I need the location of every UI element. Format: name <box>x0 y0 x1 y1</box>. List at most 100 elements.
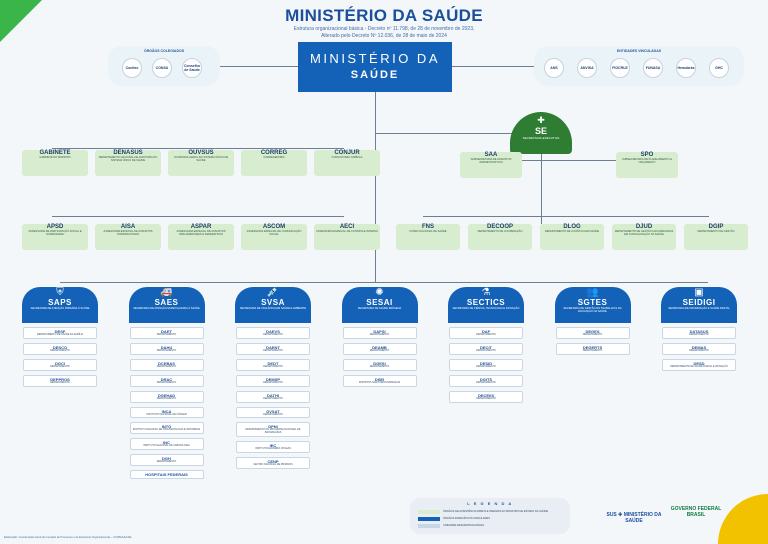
department-desc: DEPARTAMENTO <box>582 348 603 352</box>
department-desc: DEPARTAMENTO <box>263 396 283 400</box>
department-acronym: DAENT <box>266 344 280 350</box>
assistance-office-desc: ASSESSORIA ESPECIAL DE CONTROLE INTERNO <box>316 230 378 233</box>
department-acronym: DATHI <box>267 392 279 398</box>
connector-line <box>52 148 344 149</box>
legend-swatch <box>418 510 440 514</box>
advisory-unit-name: CONJUR <box>334 150 360 156</box>
assistance-office-desc: ASSESSORIA ESPECIAL DE ASSUNTOS PARLAMEN… <box>176 230 226 237</box>
executive-department-desc: FUNDO NACIONAL DE SAÚDE <box>409 230 447 233</box>
department-desc: DEPARTAMENTO <box>263 412 283 416</box>
legend-label: ÓRGÃOS DE ASSISTÊNCIA DIRETA E IMEDIATA … <box>443 510 549 514</box>
government-brand: GOVERNO FEDERAL BRASIL <box>670 506 722 518</box>
secretariat-icon: 🚑 <box>160 287 173 298</box>
sus-brand: SUS ✚ MINISTÉRIO DA SAÚDE <box>606 512 662 524</box>
connector-line <box>452 66 534 67</box>
department-desc: DEPARTAMENTO <box>369 333 390 336</box>
ministry-box: MINISTÉRIO DA SAÚDE <box>298 42 452 92</box>
department-acronym: DVSAT <box>266 408 280 414</box>
secretariat-name: SESAI <box>366 298 393 307</box>
department-acronym: DSEI <box>374 376 385 382</box>
department-acronym: DGH <box>162 456 171 462</box>
entity-logo: FIOCRUZ <box>610 58 630 78</box>
department-desc: DEPARTAMENTO <box>263 333 283 336</box>
department-desc: DEPARTAMENTO DE SAÚDE DA FAMÍLIA <box>36 333 84 336</box>
collegiate-bodies-title: ÓRGÃOS COLEGIADOS <box>143 49 185 53</box>
legend-title: L E G E N D A <box>467 501 513 506</box>
entity-logo: ANVISA <box>577 58 597 78</box>
connector-line <box>423 216 709 217</box>
legend-row: ÓRGÃOS DE ASSISTÊNCIA DIRETA E IMEDIATA … <box>418 510 548 514</box>
department-desc: DEPARTAMENTO <box>156 333 177 336</box>
department-acronym: DEMSP <box>265 376 281 382</box>
secretariat-icon: 👥 <box>586 287 599 298</box>
subtitle-line-2: Alterado pelo Decreto Nº 12.036, de 28 d… <box>321 32 447 39</box>
collegiate-logo: Conselho de Saúde <box>182 58 202 78</box>
page-title: MINISTÉRIO DA SAÚDE <box>285 6 483 25</box>
department-desc: INSTITUTO NACIONAL DE CÂNCER <box>146 412 187 416</box>
linked-entities-title: ENTIDADES VINCULADAS <box>616 49 662 53</box>
connector-line <box>541 154 542 224</box>
advisory-unit-desc: CORREGEDORIA <box>263 156 285 159</box>
legend: L E G E N D A ÓRGÃOS DE ASSISTÊNCIA DIRE… <box>410 498 570 534</box>
executive-subsecretariat-name: SPO <box>640 152 654 158</box>
advisory-unit-desc: DEPARTAMENTO NACIONAL DE AUDITORIA DO SI… <box>98 156 158 163</box>
secretariat-icon: 💉 <box>266 287 280 298</box>
executive-subsecretariat-name: SAA <box>484 152 498 158</box>
department-acronym: DESF <box>54 329 66 334</box>
connector-line <box>190 66 298 67</box>
department-acronym: DAET <box>161 329 172 334</box>
assistance-office-name: ASPAR <box>190 224 212 230</box>
header: MINISTÉRIO DA SAÚDE Estrutura organizaci… <box>0 6 768 39</box>
department-desc: DEPARTAMENTO <box>582 333 603 336</box>
ministry-line-1: MINISTÉRIO DA <box>309 51 440 66</box>
secretariat-desc: SECRETARIA DE SAÚDE INDÍGENA <box>357 307 402 310</box>
assistance-office-name: AISA <box>120 224 136 230</box>
department-acronym: DEGERTS <box>582 344 603 350</box>
advisory-unit-name: CORREG <box>260 150 288 156</box>
department-acronym: DRAC <box>160 376 173 382</box>
department-acronym: DEAMB <box>372 344 387 350</box>
executive-department-desc: DEPARTAMENTO DE GESTÃO DAS DEMANDAS EM J… <box>614 230 674 237</box>
department-desc: DEPARTAMENTO <box>156 396 177 400</box>
department-desc: DEPARTAMENTO <box>369 364 390 368</box>
assistance-office-name: APSD <box>46 224 64 230</box>
department-acronym: IEC <box>269 443 277 449</box>
executive-secretariat-icon: ✚ <box>537 115 545 125</box>
secretariat-name: SGTES <box>577 298 608 307</box>
legend-swatch <box>418 524 440 528</box>
department-acronym: DPNI <box>268 424 278 430</box>
department-acronym: INTO <box>161 424 172 430</box>
